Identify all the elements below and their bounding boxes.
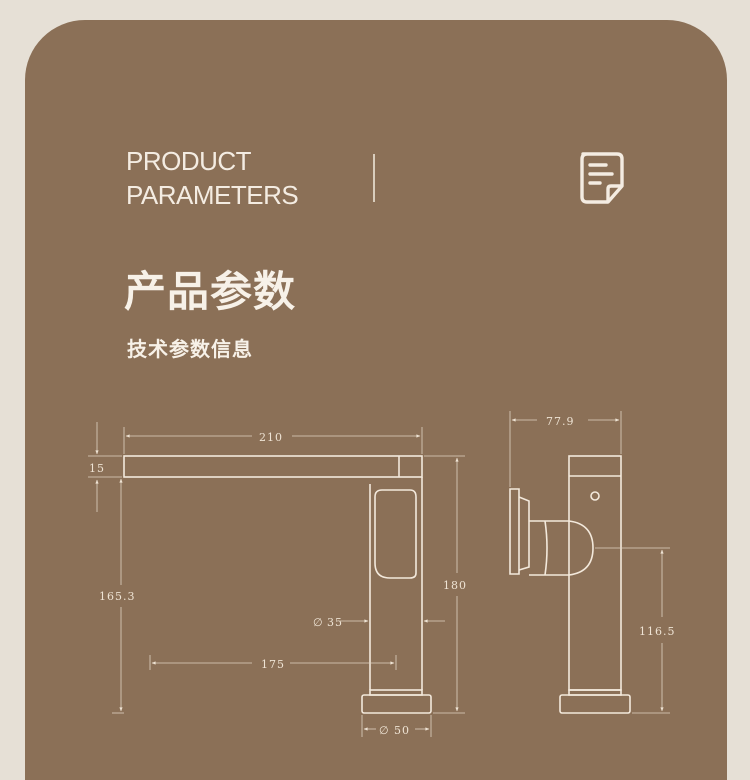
side-handle-lever — [509, 488, 520, 575]
product-parameters-card — [25, 20, 727, 780]
document-icon — [580, 152, 624, 204]
handle-outline — [374, 489, 417, 579]
dim-side-handle-height: 116.5 — [639, 625, 676, 638]
dim-body-diameter: 35 — [327, 616, 343, 629]
cn-title: 产品参数 — [124, 267, 297, 316]
cn-subtitle: 技术参数信息 — [127, 337, 253, 361]
dim-reach: 175 — [261, 658, 285, 671]
dim-spout-thickness: 15 — [89, 462, 105, 475]
dim-spout-length: 210 — [259, 431, 283, 444]
dim-side-depth: 77.9 — [546, 415, 575, 428]
en-title-line1: PRODUCT — [126, 146, 252, 176]
title-divider — [373, 154, 375, 202]
side-base — [559, 694, 631, 714]
dim-spout-height: 165.3 — [99, 590, 136, 603]
front-dimensions — [88, 422, 465, 737]
side-handle-dome — [568, 520, 594, 576]
dim-diameter-symbol-50: ∅ — [379, 724, 390, 737]
side-handle-neck — [518, 496, 530, 571]
aerator-dot — [590, 491, 600, 501]
dim-base-diameter: 50 — [394, 724, 410, 737]
dim-diameter-symbol-35: ∅ — [313, 616, 324, 629]
en-title-line2: PARAMETERS — [126, 180, 299, 210]
side-dimensions — [509, 411, 670, 714]
spout-outline — [123, 455, 423, 478]
base-lower — [361, 694, 432, 714]
side-view — [509, 455, 631, 714]
dim-total-height: 180 — [443, 579, 467, 592]
front-view — [123, 455, 432, 714]
